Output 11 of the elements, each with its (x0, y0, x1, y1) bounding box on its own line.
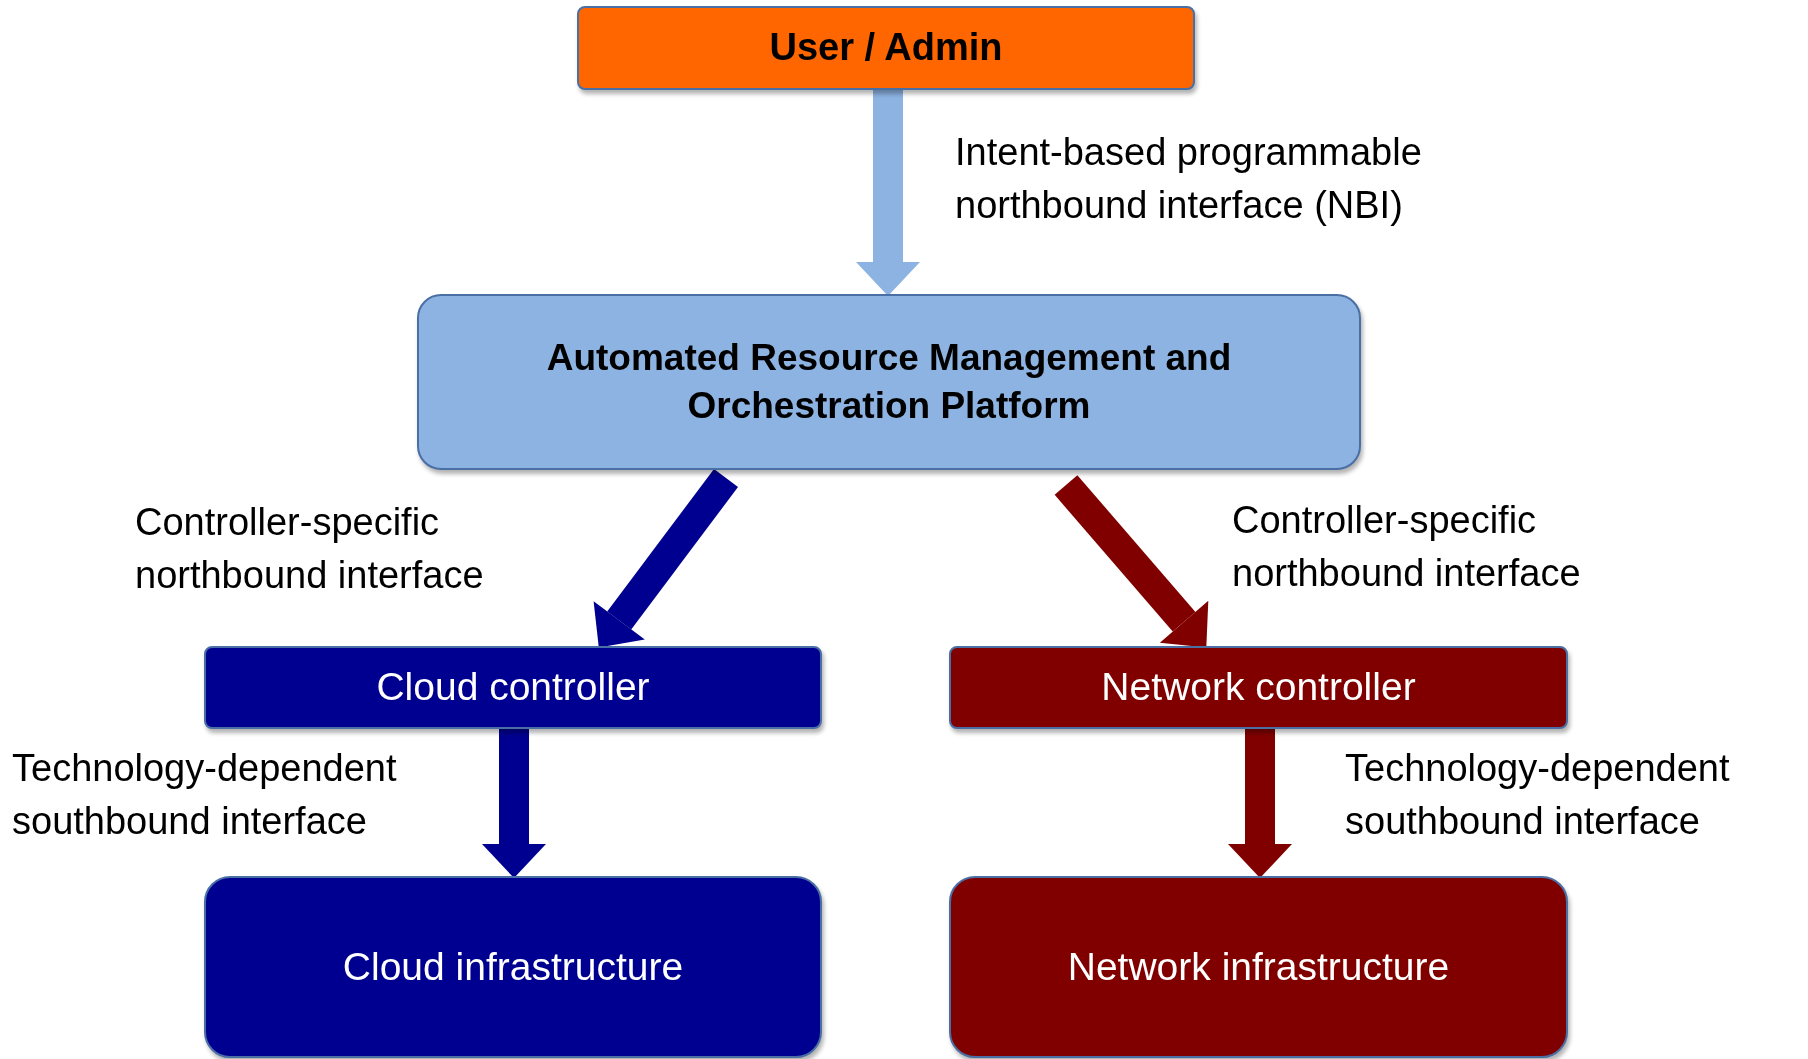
process-box: Cloud infrastructure (204, 876, 822, 1058)
block-arrow (482, 729, 546, 878)
process-box: Automated Resource Management and Orchestration Platform (417, 294, 1361, 470)
process-box: Network controller (949, 646, 1568, 729)
process-box: User / Admin (577, 6, 1195, 90)
block-arrow (1054, 475, 1209, 648)
process-box: Network infrastructure (949, 876, 1568, 1058)
block-arrow (593, 469, 738, 648)
block-arrow (1228, 729, 1292, 878)
process-box: Cloud controller (204, 646, 822, 729)
block-arrow (856, 90, 920, 296)
